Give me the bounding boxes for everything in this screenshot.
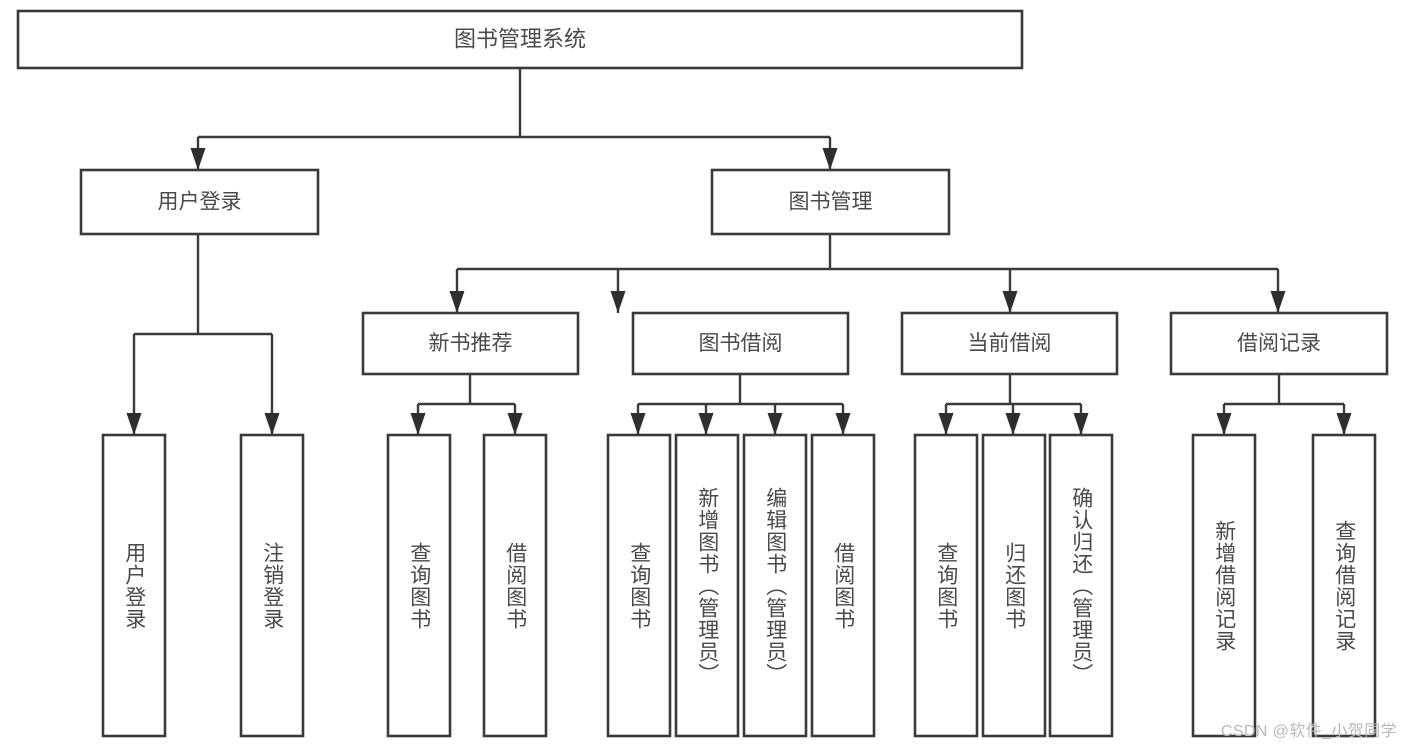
node-box-leaf-borrow-book[interactable] <box>810 433 876 738</box>
node-box-book-borrow[interactable] <box>631 311 850 376</box>
arrow-head-icon <box>835 413 851 435</box>
watermark: CSDN @软件_小贺同学 <box>1220 723 1397 740</box>
arrow-head-icon <box>767 413 783 435</box>
node-box-borrow-record[interactable] <box>1169 311 1389 376</box>
node-box-current-borrow[interactable] <box>900 311 1119 376</box>
arrow-head-icon <box>1336 413 1352 435</box>
arrow-head-icon <box>822 148 838 170</box>
arrow-head-icon <box>1073 413 1089 435</box>
node-box-user-login[interactable] <box>79 168 320 236</box>
node-box-leaf-query-book-current[interactable] <box>913 433 979 738</box>
connector-current-to-leaves <box>938 374 1089 435</box>
connector-root-to-level2 <box>190 68 838 170</box>
node-box-leaf-return-book[interactable] <box>981 433 1047 738</box>
connector-recommend-to-leaves <box>410 374 523 435</box>
connector-record-to-leaves <box>1216 374 1352 435</box>
arrow-head-icon <box>1005 413 1021 435</box>
node-box-new-book-recommend[interactable] <box>361 311 580 376</box>
arrow-head-icon <box>938 413 954 435</box>
arrow-head-icon <box>1002 291 1018 313</box>
node-box-layer <box>16 9 1389 738</box>
arrow-head-icon <box>449 291 465 313</box>
arrow-head-icon <box>1270 291 1286 313</box>
node-box-book-manage[interactable] <box>710 168 951 236</box>
arrow-head-icon <box>126 413 142 435</box>
connector-book-manage-to-level3 <box>449 234 1286 313</box>
arrow-head-icon <box>630 413 646 435</box>
node-label-user-login: 用户登录 <box>158 191 242 214</box>
arrow-head-icon <box>698 413 714 435</box>
node-box-leaf-borrow-book-recommend[interactable] <box>482 433 548 738</box>
node-label-root: 图书管理系统 <box>454 26 586 51</box>
node-box-leaf-confirm-return-admin[interactable] <box>1048 433 1114 738</box>
connector-user-login-to-leaves <box>126 234 280 435</box>
node-box-leaf-query-book-borrow[interactable] <box>606 433 672 738</box>
node-box-leaf-query-borrow-record[interactable] <box>1311 433 1377 738</box>
arrow-head-icon <box>264 413 280 435</box>
arrow-head-icon <box>610 291 626 313</box>
node-box-leaf-edit-book-admin[interactable] <box>742 433 808 738</box>
node-label-new-book-recommend: 新书推荐 <box>429 332 513 355</box>
node-label-book-borrow: 图书借阅 <box>699 332 783 355</box>
node-label-borrow-record: 借阅记录 <box>1237 332 1321 355</box>
arrow-head-icon <box>410 413 426 435</box>
connector-layer <box>126 68 1352 435</box>
node-label-current-borrow: 当前借阅 <box>968 332 1052 355</box>
arrow-head-icon <box>1216 413 1232 435</box>
node-box-leaf-logout-login[interactable] <box>239 433 305 738</box>
node-box-root[interactable] <box>16 9 1024 70</box>
arrow-head-icon <box>507 413 523 435</box>
node-box-leaf-add-book-admin[interactable] <box>674 433 740 738</box>
node-label-book-manage: 图书管理 <box>789 191 873 214</box>
node-box-leaf-user-login[interactable] <box>101 433 167 738</box>
arrow-head-icon <box>190 148 206 170</box>
node-box-leaf-add-borrow-record[interactable] <box>1191 433 1257 738</box>
node-box-leaf-query-book-recommend[interactable] <box>386 433 452 738</box>
connector-borrow-to-leaves <box>630 374 851 435</box>
